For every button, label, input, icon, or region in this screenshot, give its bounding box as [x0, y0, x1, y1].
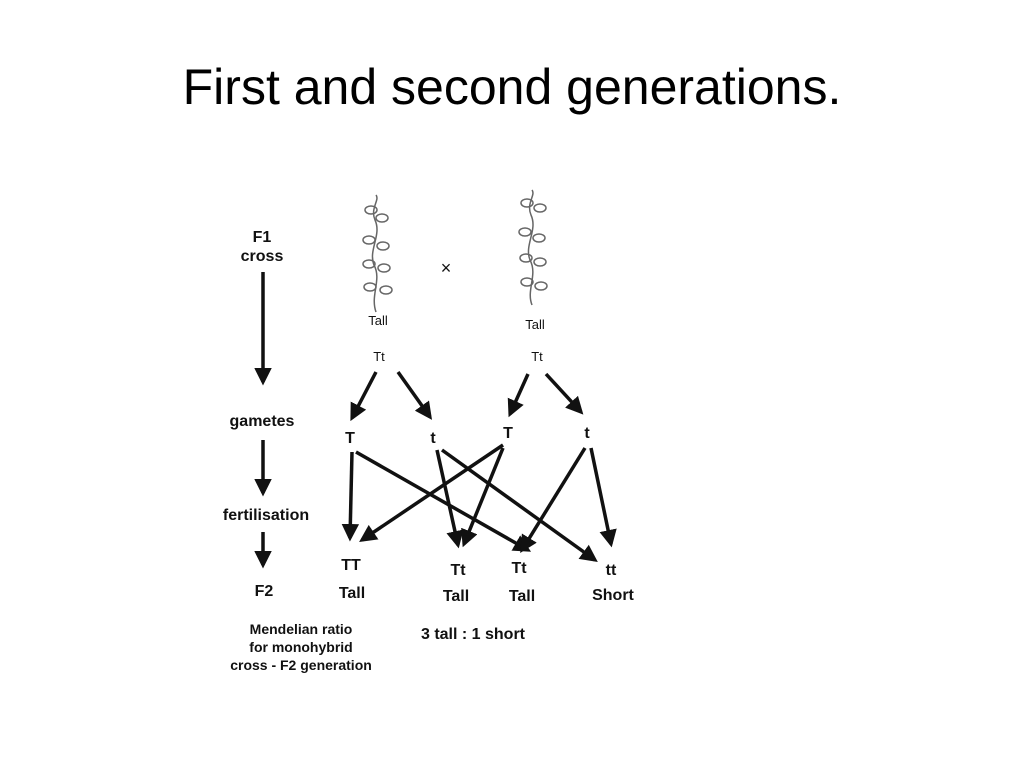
parent-1-genotype: Tt	[373, 349, 385, 364]
label-cross: cross	[241, 248, 284, 265]
offspring-1-phenotype: Tall	[339, 585, 365, 602]
label-f2: F2	[255, 583, 274, 600]
label-fertilisation: fertilisation	[223, 507, 309, 524]
offspring-2-genotype: Tt	[450, 562, 466, 579]
arrow-parent1-gamete-t	[396, 370, 433, 420]
label-gametes: gametes	[230, 413, 295, 430]
arrow-parent2-gamete-T	[507, 373, 530, 418]
parent-2-genotype: Tt	[531, 349, 543, 364]
arrow-parent2-gamete-t	[544, 372, 584, 415]
arrow-t1-to-Tt1	[435, 449, 464, 549]
arrow-T2-to-Tt1	[461, 447, 505, 548]
note-line-3: cross - F2 generation	[230, 657, 372, 673]
arrow-T1-to-TT	[341, 451, 360, 542]
plant-icon	[518, 189, 548, 306]
gamete-4: t	[584, 425, 590, 442]
cross-symbol: ×	[441, 258, 452, 278]
ratio-label: 3 tall : 1 short	[421, 626, 526, 643]
gamete-1: T	[345, 430, 355, 447]
parent-2-phenotype: Tall	[525, 317, 545, 332]
arrow-t2-to-tt	[589, 447, 617, 548]
offspring-4-phenotype: Short	[592, 587, 634, 604]
offspring-3-genotype: Tt	[511, 560, 527, 577]
gamete-3: T	[503, 425, 513, 442]
arrow-t2-to-Tt2	[520, 447, 587, 553]
offspring-1-genotype: TT	[341, 557, 361, 574]
arrow-T2-to-TT	[359, 443, 504, 542]
slide-title: First and second generations.	[182, 59, 842, 115]
label-f1: F1	[253, 229, 272, 246]
offspring-3-phenotype: Tall	[509, 588, 535, 605]
offspring-2-phenotype: Tall	[443, 588, 469, 605]
plant-icon	[362, 194, 393, 313]
arrow-parent1-gamete-T	[350, 371, 378, 422]
arrow-T1-to-Tt2	[355, 450, 532, 552]
note-line-2: for monohybrid	[249, 639, 352, 655]
parent-1-phenotype: Tall	[368, 313, 388, 328]
note-line-1: Mendelian ratio	[250, 621, 353, 637]
offspring-4-genotype: tt	[606, 562, 617, 579]
gamete-2: t	[430, 430, 436, 447]
